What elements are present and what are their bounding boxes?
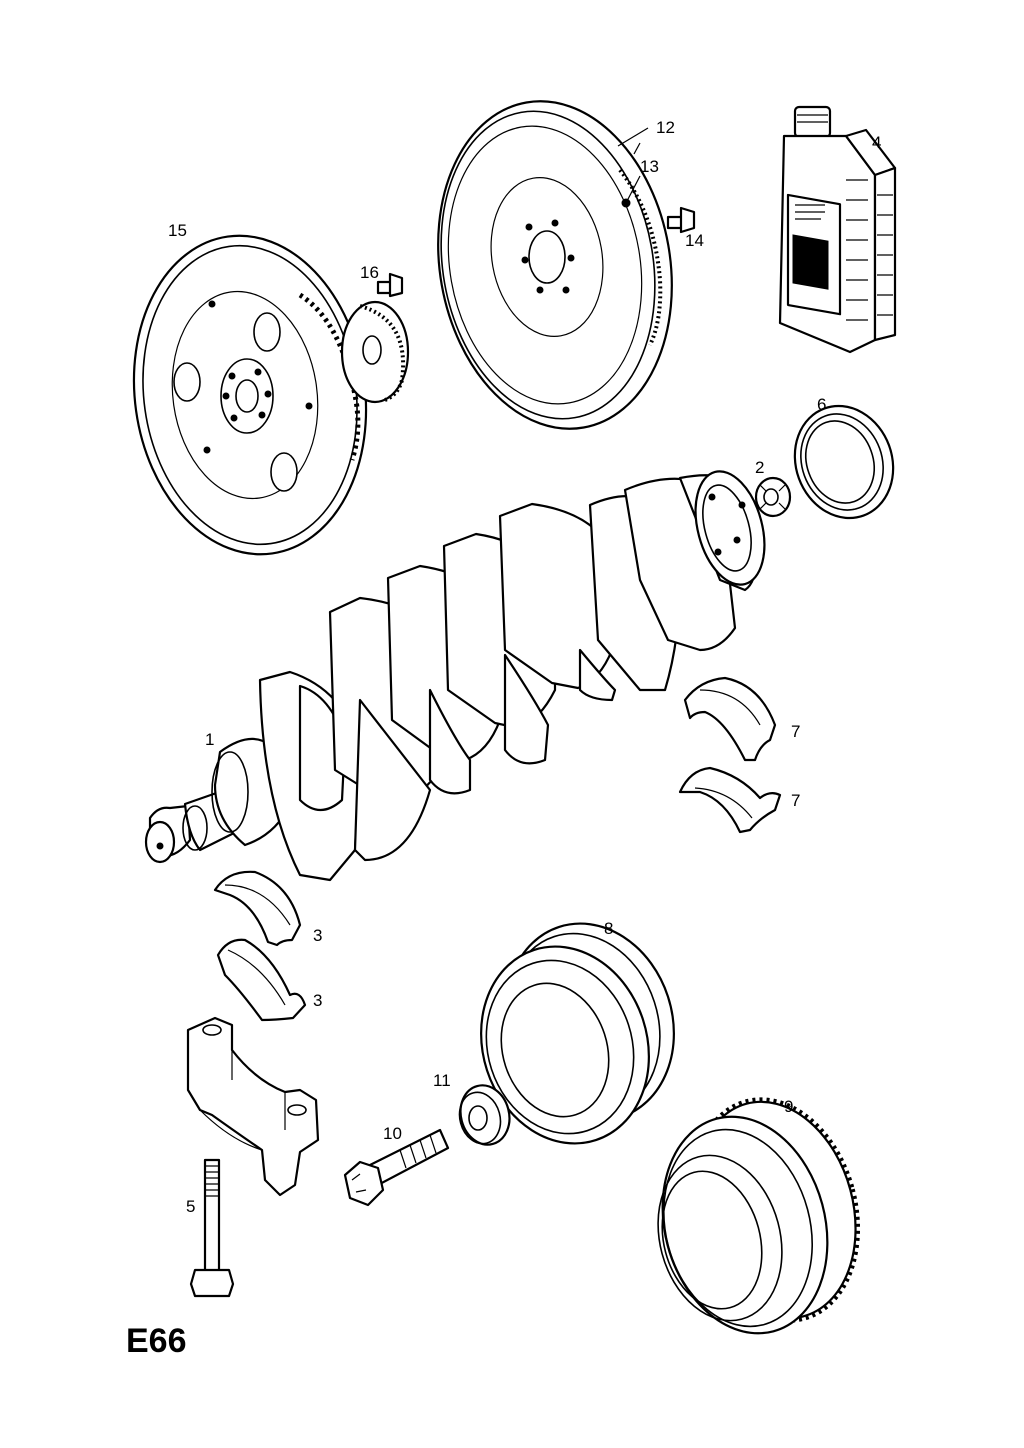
- callout-9: 9: [784, 1097, 793, 1116]
- callout-15: 15: [168, 221, 187, 240]
- part-8-pulley: [480, 922, 675, 1145]
- part-4-bottle: [778, 105, 897, 354]
- part-6-rear-seal: [793, 404, 895, 520]
- part-16-bolt: [376, 272, 404, 298]
- callout-11: 11: [433, 1071, 451, 1090]
- part-7-bearing-shells: [678, 676, 782, 834]
- part-5-bolt: [189, 1158, 235, 1298]
- callout-16: 16: [360, 263, 379, 282]
- part-10-bolt: [343, 1128, 450, 1207]
- callout-7b: 7: [791, 791, 800, 810]
- sensor-ring: [340, 300, 410, 404]
- part-9-toothed-pulley: [657, 1097, 861, 1335]
- callout-5: 5: [186, 1197, 195, 1216]
- callout-10: 10: [383, 1124, 402, 1143]
- part-15-flexplate: [132, 234, 368, 556]
- callout-8: 8: [604, 919, 613, 938]
- callout-4: 4: [872, 133, 881, 152]
- callout-14: 14: [685, 231, 704, 250]
- part-2-bushing: [754, 476, 792, 518]
- part-3-bearing-shells: [213, 870, 307, 1022]
- part-14-bolt: [666, 206, 696, 234]
- part-1-crankshaft: [144, 470, 766, 882]
- callout-7a: 7: [791, 722, 800, 741]
- callout-3a: 3: [313, 926, 322, 945]
- part-5-bearing-cap: [186, 1016, 320, 1197]
- page-code: E66: [126, 1322, 187, 1360]
- callout-12: 12: [656, 118, 675, 137]
- callout-labels: 1 2 3 3 4 5 6 7 7 8 9 10 11 12 13 14 15 …: [168, 118, 881, 1216]
- part-11-washer: [458, 1084, 511, 1146]
- callout-6: 6: [817, 395, 826, 414]
- leader-lines: [617, 127, 649, 204]
- callout-3b: 3: [313, 991, 322, 1010]
- part-12-flywheel: [437, 100, 673, 430]
- callout-2: 2: [755, 458, 764, 477]
- callout-1: 1: [205, 730, 214, 749]
- callout-13: 13: [640, 157, 659, 176]
